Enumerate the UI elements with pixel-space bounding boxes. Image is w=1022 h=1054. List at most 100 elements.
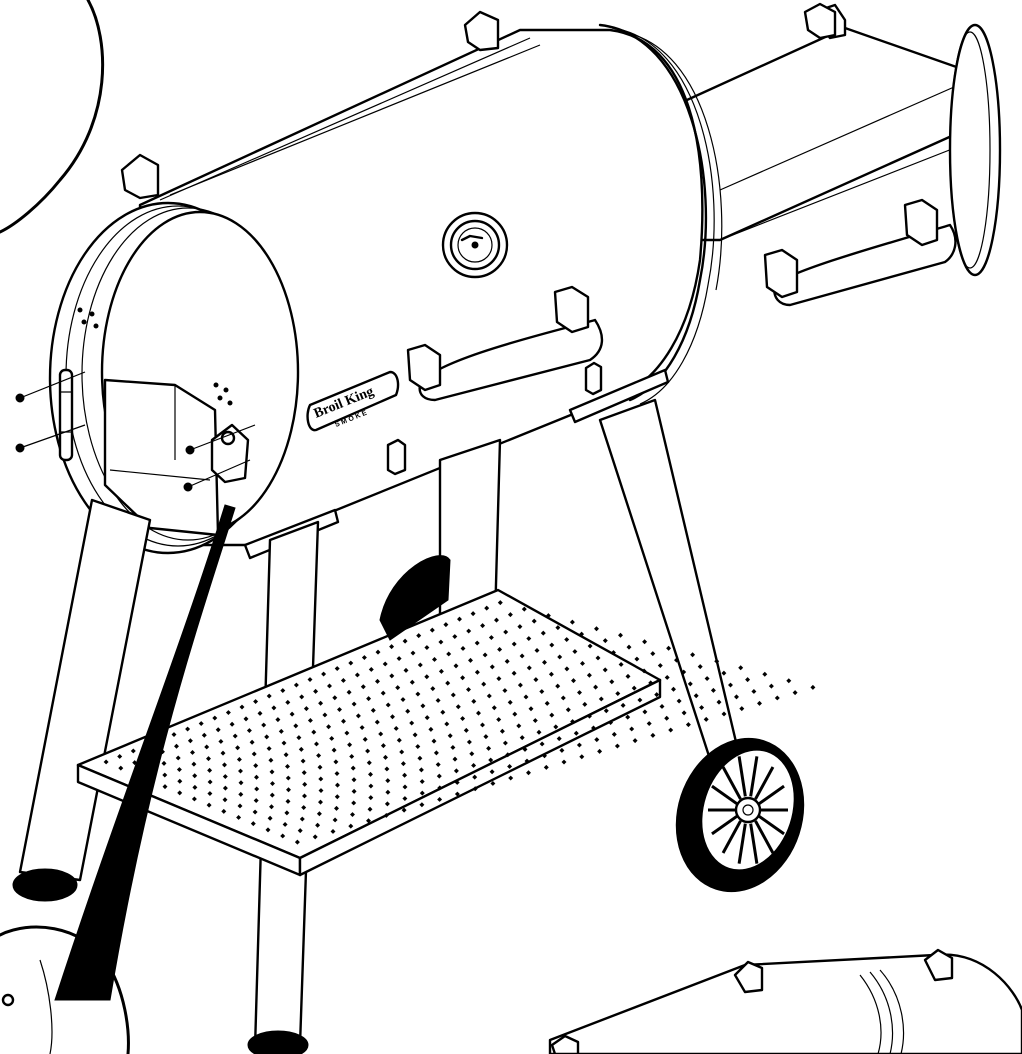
hinge-front: [120, 153, 160, 200]
shelf-hole: [312, 834, 318, 840]
shelf-hole: [710, 687, 716, 693]
shelf-hole: [415, 744, 421, 750]
shelf-hole: [293, 723, 299, 729]
shelf-hole: [503, 629, 509, 635]
shelf-hole: [580, 660, 585, 666]
shelf-hole: [322, 712, 328, 718]
shelf-hole: [409, 720, 415, 726]
shelf-hole: [332, 695, 338, 701]
shelf-hole: [293, 682, 299, 688]
shelf-hole: [564, 637, 570, 643]
shelf-hole: [384, 801, 390, 807]
shelf-hole: [460, 716, 466, 722]
shelf-hole: [264, 734, 270, 740]
shelf-hole: [721, 670, 727, 676]
shelf-hole: [548, 671, 554, 677]
shelf-hole: [368, 795, 374, 801]
wheel-front: [675, 737, 805, 893]
shelf-hole: [315, 822, 321, 828]
shelf-hole: [659, 703, 665, 709]
shelf-hole: [327, 683, 332, 689]
shelf-hole: [302, 793, 307, 799]
shelf-hole: [307, 717, 313, 723]
shelf-hole: [286, 787, 291, 793]
shelf-hole: [499, 728, 505, 734]
shelf-hole: [378, 731, 384, 737]
shelf-hole: [396, 656, 402, 662]
shelf-hole: [454, 791, 460, 797]
shelf-hole: [402, 784, 408, 790]
shelf-hole: [400, 697, 406, 703]
leg-front-left: [18, 498, 152, 882]
shelf-hole: [634, 656, 640, 662]
shelf-hole: [285, 763, 290, 769]
wheel-spoke: [721, 766, 742, 800]
shelf-hole: [466, 687, 471, 693]
shelf-hole: [690, 652, 696, 658]
shelf-hole: [418, 767, 424, 773]
shelf-hole: [384, 766, 390, 772]
shelf-hole: [545, 613, 551, 619]
shelf-hole: [625, 673, 631, 679]
lid-handle: [406, 285, 604, 402]
shelf-hole: [471, 762, 477, 768]
shelf-hole: [810, 684, 816, 690]
shelf-hole: [348, 660, 354, 666]
shelf-hole: [419, 779, 425, 785]
shelf-hole: [591, 725, 596, 731]
temperature-gauge: [441, 211, 509, 279]
shelf-hole: [383, 754, 388, 760]
shelf-hole: [402, 638, 408, 644]
shelf-hole: [470, 611, 476, 617]
shelf-hole: [676, 698, 682, 704]
shelf-hole: [543, 764, 549, 770]
shelf-hole: [347, 742, 353, 748]
shelf-hole: [298, 746, 304, 752]
shelf-hole: [572, 649, 578, 655]
shelf-hole: [440, 709, 446, 715]
shelf-hole: [642, 639, 648, 645]
wheel-spoke: [749, 756, 759, 797]
shelf-hole: [739, 706, 745, 712]
shelf-hole: [531, 618, 537, 624]
shelf-hole: [318, 700, 324, 706]
shelf-hole: [484, 605, 490, 611]
shelf-hole: [629, 726, 635, 732]
shelf-hole: [597, 748, 603, 754]
shelf-hole: [523, 694, 529, 700]
shelf-hole: [466, 628, 472, 634]
shelf-hole: [561, 759, 567, 765]
shelf-hole: [631, 685, 637, 691]
shelf-hole: [508, 775, 514, 781]
shelf-hole: [430, 686, 436, 692]
shelf-hole: [504, 658, 510, 664]
shelf-hole: [297, 828, 303, 834]
shelf-hole: [365, 748, 371, 754]
shelf-hole: [681, 669, 687, 675]
shelf-hole: [611, 650, 616, 656]
shelf-hole: [594, 737, 600, 743]
shelf-hole: [351, 777, 357, 783]
shelf-hole: [582, 701, 588, 707]
shelf-hole: [579, 631, 585, 637]
shelf-hole: [526, 665, 532, 671]
shelf-hole: [687, 681, 693, 687]
shelf-hole: [685, 722, 691, 728]
shelf-hole: [435, 697, 441, 703]
shelf-hole: [455, 704, 461, 710]
shelf-hole: [491, 705, 497, 711]
shelf-hole: [270, 781, 275, 787]
shelf-hole: [654, 692, 660, 698]
shelf-hole: [307, 677, 313, 683]
leg-bracket-rear: [568, 368, 670, 424]
shelf-hole: [507, 699, 513, 705]
shelf-hole: [664, 674, 670, 680]
shelf-hole: [330, 828, 336, 834]
leg-rear-right: [598, 398, 747, 792]
shelf-hole: [370, 707, 376, 713]
shelf-hole: [374, 719, 380, 725]
shelf-hole: [368, 783, 374, 789]
stud-rear: [584, 361, 603, 396]
shelf-hole: [468, 657, 473, 663]
shelf-hole: [463, 727, 469, 733]
